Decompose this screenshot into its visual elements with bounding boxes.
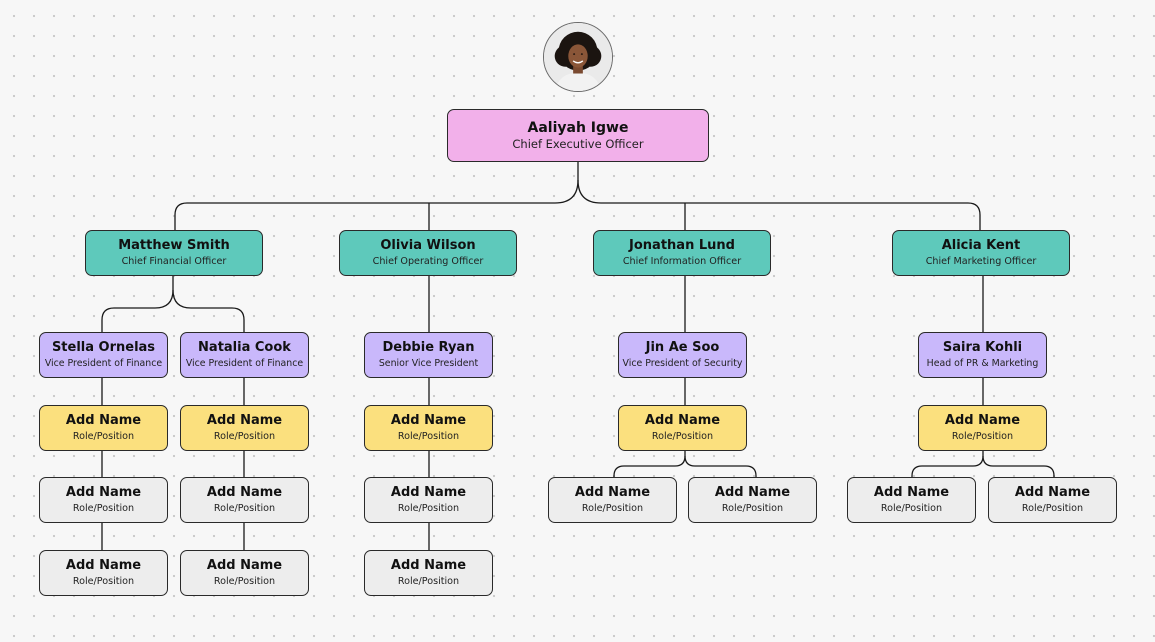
placeholder-node[interactable]: Add Name Role/Position bbox=[988, 477, 1117, 523]
placeholder-node[interactable]: Add Name Role/Position bbox=[180, 405, 309, 451]
vp-name: Stella Ornelas bbox=[51, 339, 156, 355]
executive-role: Chief Financial Officer bbox=[121, 255, 227, 267]
vp-node-stella[interactable]: Stella Ornelas Vice President of Finance bbox=[39, 332, 168, 378]
vp-role: Vice President of Finance bbox=[44, 357, 163, 369]
placeholder-role: Role/Position bbox=[213, 502, 276, 514]
placeholder-name: Add Name bbox=[390, 484, 467, 500]
placeholder-role: Role/Position bbox=[72, 502, 135, 514]
placeholder-name: Add Name bbox=[944, 412, 1021, 428]
placeholder-node[interactable]: Add Name Role/Position bbox=[39, 477, 168, 523]
vp-role: Vice President of Finance bbox=[185, 357, 304, 369]
placeholder-role: Role/Position bbox=[581, 502, 644, 514]
executive-name: Jonathan Lund bbox=[629, 237, 735, 253]
placeholder-node[interactable]: Add Name Role/Position bbox=[180, 550, 309, 596]
placeholder-name: Add Name bbox=[65, 557, 142, 573]
placeholder-role: Role/Position bbox=[951, 430, 1014, 442]
placeholder-node[interactable]: Add Name Role/Position bbox=[847, 477, 976, 523]
placeholder-node[interactable]: Add Name Role/Position bbox=[39, 550, 168, 596]
placeholder-role: Role/Position bbox=[721, 502, 784, 514]
placeholder-name: Add Name bbox=[206, 557, 283, 573]
connector-cfo-split-right bbox=[172, 289, 245, 332]
vp-name: Natalia Cook bbox=[198, 339, 291, 355]
executive-node-coo[interactable]: Olivia Wilson Chief Operating Officer bbox=[339, 230, 517, 276]
vp-role: Head of PR & Marketing bbox=[926, 357, 1039, 369]
ceo-name: Aaliyah Igwe bbox=[527, 119, 629, 136]
executive-role: Chief Operating Officer bbox=[372, 255, 484, 267]
placeholder-name: Add Name bbox=[65, 412, 142, 428]
ceo-avatar bbox=[543, 22, 613, 92]
executive-node-cio[interactable]: Jonathan Lund Chief Information Officer bbox=[593, 230, 771, 276]
ceo-role: Chief Executive Officer bbox=[512, 136, 644, 151]
executive-role: Chief Marketing Officer bbox=[925, 255, 1037, 267]
placeholder-name: Add Name bbox=[574, 484, 651, 500]
placeholder-name: Add Name bbox=[714, 484, 791, 500]
placeholder-name: Add Name bbox=[206, 412, 283, 428]
placeholder-node[interactable]: Add Name Role/Position bbox=[618, 405, 747, 451]
vp-node-debbie[interactable]: Debbie Ryan Senior Vice President bbox=[364, 332, 493, 378]
placeholder-name: Add Name bbox=[390, 412, 467, 428]
placeholder-node[interactable]: Add Name Role/Position bbox=[548, 477, 677, 523]
vp-node-natalia[interactable]: Natalia Cook Vice President of Finance bbox=[180, 332, 309, 378]
vp-node-saira[interactable]: Saira Kohli Head of PR & Marketing bbox=[918, 332, 1047, 378]
executive-node-cfo[interactable]: Matthew Smith Chief Financial Officer bbox=[85, 230, 263, 276]
placeholder-role: Role/Position bbox=[651, 430, 714, 442]
executive-name: Matthew Smith bbox=[118, 237, 230, 253]
person-portrait-icon bbox=[544, 23, 612, 91]
placeholder-role: Role/Position bbox=[397, 430, 460, 442]
placeholder-role: Role/Position bbox=[397, 502, 460, 514]
placeholder-name: Add Name bbox=[873, 484, 950, 500]
placeholder-node[interactable]: Add Name Role/Position bbox=[364, 477, 493, 523]
placeholder-role: Role/Position bbox=[213, 575, 276, 587]
placeholder-node[interactable]: Add Name Role/Position bbox=[180, 477, 309, 523]
connector-ceo-trunk bbox=[174, 162, 579, 230]
placeholder-name: Add Name bbox=[644, 412, 721, 428]
connector-jin-split-right bbox=[684, 455, 757, 477]
executive-node-cmo[interactable]: Alicia Kent Chief Marketing Officer bbox=[892, 230, 1070, 276]
vp-node-jin[interactable]: Jin Ae Soo Vice President of Security bbox=[618, 332, 747, 378]
connector-ceo-trunk-right bbox=[577, 179, 981, 230]
vp-name: Jin Ae Soo bbox=[645, 339, 720, 355]
placeholder-node[interactable]: Add Name Role/Position bbox=[688, 477, 817, 523]
placeholder-role: Role/Position bbox=[397, 575, 460, 587]
placeholder-role: Role/Position bbox=[213, 430, 276, 442]
vp-name: Saira Kohli bbox=[942, 339, 1023, 355]
ceo-node[interactable]: Aaliyah Igwe Chief Executive Officer bbox=[447, 109, 709, 162]
connector-jin-split bbox=[613, 451, 686, 477]
placeholder-role: Role/Position bbox=[72, 430, 135, 442]
placeholder-role: Role/Position bbox=[880, 502, 943, 514]
vp-role: Senior Vice President bbox=[378, 357, 479, 369]
vp-name: Debbie Ryan bbox=[382, 339, 475, 355]
connector-cfo-split bbox=[101, 276, 174, 332]
vp-role: Vice President of Security bbox=[622, 357, 743, 369]
placeholder-name: Add Name bbox=[390, 557, 467, 573]
placeholder-node[interactable]: Add Name Role/Position bbox=[918, 405, 1047, 451]
placeholder-name: Add Name bbox=[65, 484, 142, 500]
placeholder-role: Role/Position bbox=[1021, 502, 1084, 514]
placeholder-name: Add Name bbox=[206, 484, 283, 500]
placeholder-node[interactable]: Add Name Role/Position bbox=[364, 550, 493, 596]
executive-name: Olivia Wilson bbox=[380, 237, 476, 253]
connector-saira-split bbox=[911, 451, 984, 477]
connector-saira-split-right bbox=[982, 455, 1055, 477]
placeholder-node[interactable]: Add Name Role/Position bbox=[364, 405, 493, 451]
placeholder-role: Role/Position bbox=[72, 575, 135, 587]
executive-role: Chief Information Officer bbox=[622, 255, 742, 267]
placeholder-name: Add Name bbox=[1014, 484, 1091, 500]
placeholder-node[interactable]: Add Name Role/Position bbox=[39, 405, 168, 451]
executive-name: Alicia Kent bbox=[941, 237, 1021, 253]
